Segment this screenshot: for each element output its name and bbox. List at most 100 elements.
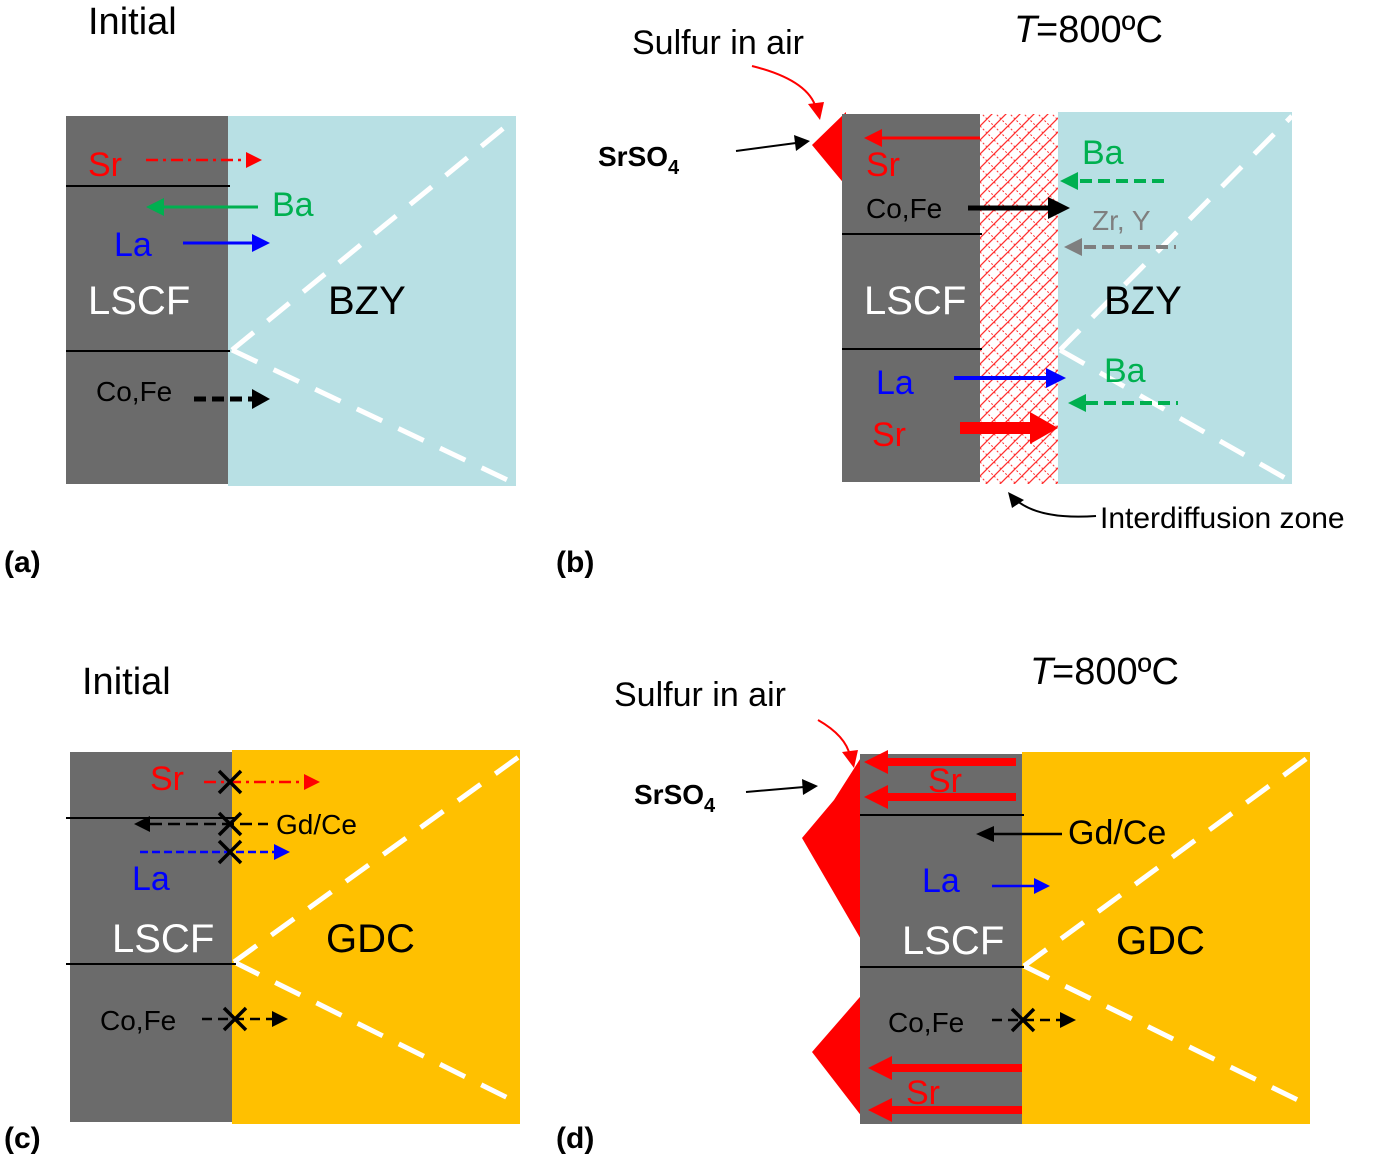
panel-a-sr-label: Sr xyxy=(88,146,122,184)
panel-b-la-arrowhead xyxy=(1046,368,1066,388)
panel-a-cofe-arrowhead xyxy=(252,389,270,409)
panel-c-lscf-block xyxy=(70,752,236,1122)
panel-b-sr-bottom-arrowhead xyxy=(1030,412,1058,444)
panel-d-dash-upper xyxy=(1022,753,1312,969)
panel-d-dash-lower xyxy=(1022,963,1312,1109)
panel-d-srso4-main: SrSO xyxy=(634,779,704,810)
panel-b-letter: (b) xyxy=(556,546,594,579)
panel-c-gdce-arrowhead xyxy=(134,816,150,832)
panel-c-heading: Initial xyxy=(82,661,171,703)
panel-b: T =800ºC Sulfur in air SrSO4 Sr Ba Co,Fe… xyxy=(556,9,1345,579)
panel-b-zone-pointer xyxy=(1015,499,1097,518)
panel-a-ba-label: Ba xyxy=(272,186,314,224)
panel-d-sr-bottom-arrowhead-1 xyxy=(868,1056,892,1080)
panel-d-gdce-arrowhead xyxy=(976,826,994,842)
panel-d-sr-top-arrowhead-1 xyxy=(864,750,888,774)
panel-b-la-label: La xyxy=(876,364,914,402)
panel-d-cofe-arrowhead xyxy=(1060,1012,1076,1028)
panel-d-gdc-label: GDC xyxy=(1116,919,1205,963)
panel-b-zry-arrowhead xyxy=(1064,238,1082,256)
panel-b-dash-upper xyxy=(1058,114,1294,352)
panel-c-gdce-label: Gd/Ce xyxy=(276,809,357,840)
panel-b-srso4-main: SrSO xyxy=(598,141,668,172)
panel-b-sulfur-label: Sulfur in air xyxy=(632,24,804,62)
panel-a-bzy-block xyxy=(228,116,516,486)
panel-c-la-block-mark xyxy=(217,839,243,865)
panel-a-letter: (a) xyxy=(4,546,41,579)
panel-b-cofe-arrowhead xyxy=(1048,197,1070,219)
panel-c-gdc-label: GDC xyxy=(326,917,415,961)
panel-c-sr-arrowhead xyxy=(304,774,320,790)
panel-d-sr-top-label: Sr xyxy=(928,762,962,800)
panel-c-dash-upper xyxy=(232,753,522,965)
panel-d-letter: (d) xyxy=(556,1122,594,1155)
panel-d-la-arrowhead xyxy=(1034,878,1050,894)
panel-c-letter: (c) xyxy=(4,1122,41,1155)
panel-d-sulfur-curve xyxy=(817,719,851,757)
panel-b-zone-pointer-head xyxy=(1008,492,1024,508)
panel-b-zone-label: Interdiffusion zone xyxy=(1100,502,1345,535)
panel-b-sr-bottom-label: Sr xyxy=(872,416,906,454)
panel-d-cofe-block-mark xyxy=(1010,1007,1036,1033)
panel-b-srso4-sub: 4 xyxy=(668,157,680,179)
panel-c-sr-block-mark xyxy=(217,769,243,795)
panel-d-srso4-arrow xyxy=(745,786,805,793)
panel-a-bzy-label: BZY xyxy=(328,279,406,323)
panel-a: Initial Sr Ba La LSCF BZY Co,Fe (a) xyxy=(4,1,518,579)
panel-a-sr-arrowhead xyxy=(246,152,262,168)
panel-d-gdce-label: Gd/Ce xyxy=(1068,814,1166,852)
panel-b-cofe-label: Co,Fe xyxy=(866,193,942,224)
panel-d-temp-t: T xyxy=(1030,651,1056,693)
panel-b-lscf-label: LSCF xyxy=(864,279,966,323)
panel-b-srso4-label: SrSO4 xyxy=(598,141,680,179)
panel-c-dash-lower xyxy=(232,959,522,1107)
panel-b-ba-top-label: Ba xyxy=(1082,134,1124,172)
panel-b-ba-bottom-label: Ba xyxy=(1104,352,1146,390)
panel-c-cofe-arrowhead xyxy=(272,1011,288,1027)
panel-d-srso4-sub: 4 xyxy=(704,795,716,817)
panel-a-lscf-block xyxy=(66,116,230,484)
panel-c: Initial Sr Gd/Ce La LSCF GDC Co,Fe (c) xyxy=(4,661,522,1155)
panel-d-sulfur-label: Sulfur in air xyxy=(614,676,786,714)
panel-c-la-arrowhead xyxy=(274,844,290,860)
panel-c-lscf-label: LSCF xyxy=(112,917,214,961)
panel-b-sr-top-arrowhead xyxy=(864,129,882,147)
panel-c-gdc-block xyxy=(232,750,520,1124)
panel-b-sulfur-curve xyxy=(751,65,817,109)
panel-c-cofe-block-mark xyxy=(222,1006,248,1032)
panel-b-temp-t: T xyxy=(1014,9,1040,51)
panel-d: T =800ºC Sulfur in air SrSO4 Sr Gd/Ce La… xyxy=(556,651,1312,1155)
panel-c-sr-label: Sr xyxy=(150,760,184,798)
panel-c-cofe-label: Co,Fe xyxy=(100,1005,176,1036)
panel-d-sr-bottom-arrowhead-2 xyxy=(868,1098,892,1122)
panel-b-sr-top-label: Sr xyxy=(866,146,900,184)
panel-d-srso4-arrowhead xyxy=(802,779,818,795)
panel-c-la-label: La xyxy=(132,860,170,898)
panel-b-srso4-arrowhead xyxy=(794,135,810,151)
panel-d-srso4-deposit-lower xyxy=(812,990,866,1122)
panel-d-lscf-label: LSCF xyxy=(902,919,1004,963)
panel-d-temp-value: =800ºC xyxy=(1052,651,1179,693)
panel-b-lscf-block xyxy=(842,114,982,482)
panel-b-bzy-label: BZY xyxy=(1104,279,1182,323)
panel-b-bzy-block xyxy=(1058,112,1292,484)
panel-a-cofe-label: Co,Fe xyxy=(96,376,172,407)
panel-d-cofe-label: Co,Fe xyxy=(888,1007,964,1038)
panel-d-srso4-label: SrSO4 xyxy=(634,779,716,817)
panel-d-sr-bottom-label: Sr xyxy=(906,1074,940,1112)
panel-b-srso4-arrow xyxy=(735,142,797,152)
panel-d-sr-top-arrowhead-2 xyxy=(864,785,888,809)
panel-a-heading: Initial xyxy=(88,1,177,43)
panel-d-sulfur-arrowhead xyxy=(842,750,858,768)
panel-d-gdc-block xyxy=(1022,752,1310,1124)
panel-d-la-label: La xyxy=(922,862,960,900)
panel-a-dash-lower xyxy=(230,347,518,487)
panel-b-ba-bottom-arrowhead xyxy=(1068,394,1086,412)
panel-b-zry-label: Zr, Y xyxy=(1092,205,1151,236)
panel-b-srso4-deposit xyxy=(812,112,846,186)
panel-a-ba-arrowhead xyxy=(146,198,164,216)
panel-a-lscf-label: LSCF xyxy=(88,279,190,323)
panel-b-sulfur-arrowhead xyxy=(808,102,824,120)
panel-c-gdce-block-mark xyxy=(217,811,243,837)
